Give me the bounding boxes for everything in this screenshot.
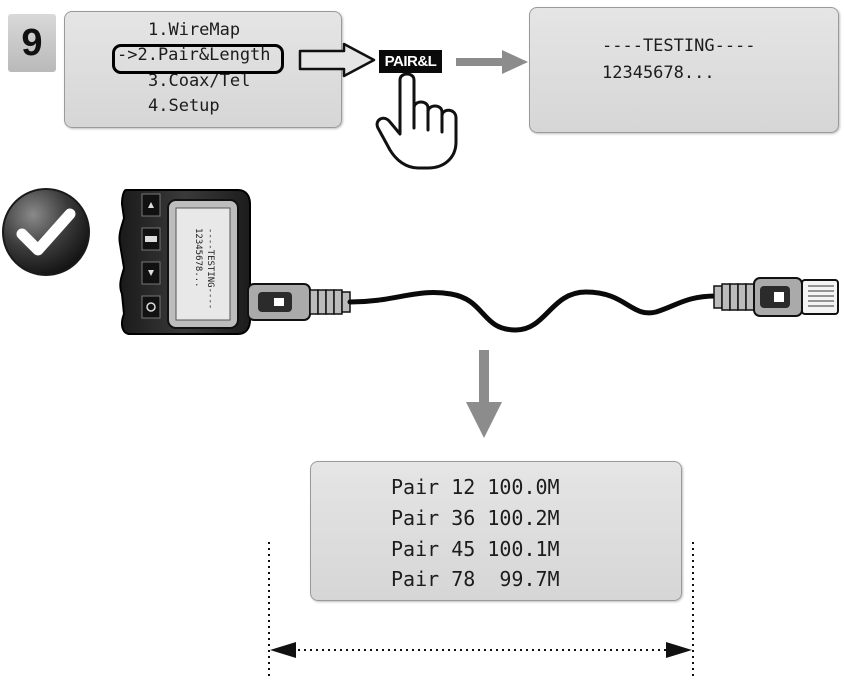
testing-screen: ----TESTING---- 12345678... [529,7,839,133]
menu-item-pair-length: ->2.Pair&Length [117,45,271,65]
selection-highlight [112,44,284,74]
result-row: Pair 12 100.0M [391,475,560,499]
device-screen-line-2: 12345678... [193,228,203,288]
menu-item-coax-tel: 3.Coax/Tel [148,71,251,91]
results-screen: Pair 12 100.0M Pair 36 100.2M Pair 45 10… [310,461,682,601]
pointing-hand-icon [375,72,458,170]
step-number-badge: 9 [8,14,56,72]
network-cable [247,277,839,333]
result-row: Pair 45 100.1M [391,537,560,561]
menu-screen: 1.WireMap ->2.Pair&Length 3.Coax/Tel 4.S… [64,11,342,128]
checkmark-icon [2,188,90,276]
arrow-down-icon [466,350,502,438]
step-number: 9 [21,21,43,64]
arrow-right-icon [298,42,376,78]
result-row: Pair 36 100.2M [391,506,560,530]
double-arrow-icon [270,642,692,658]
pair-length-key[interactable]: PAIR&L [379,50,442,73]
device-screen-line-1: ----TESTING---- [205,228,215,309]
cable-tester-device: ----TESTING---- 12345678... [118,189,251,335]
power-button[interactable] [141,295,161,319]
testing-heading: ----TESTING---- [602,36,756,56]
result-row: Pair 78 99.7M [391,567,560,591]
menu-item-setup: 4.Setup [148,96,220,116]
testing-progress: 12345678... [602,63,715,83]
menu-item-wiremap: 1.WireMap [148,20,241,40]
device-screen-text: ----TESTING---- 12345678... [193,228,215,309]
length-dimension [268,542,694,678]
arrow-right-icon [456,50,528,74]
